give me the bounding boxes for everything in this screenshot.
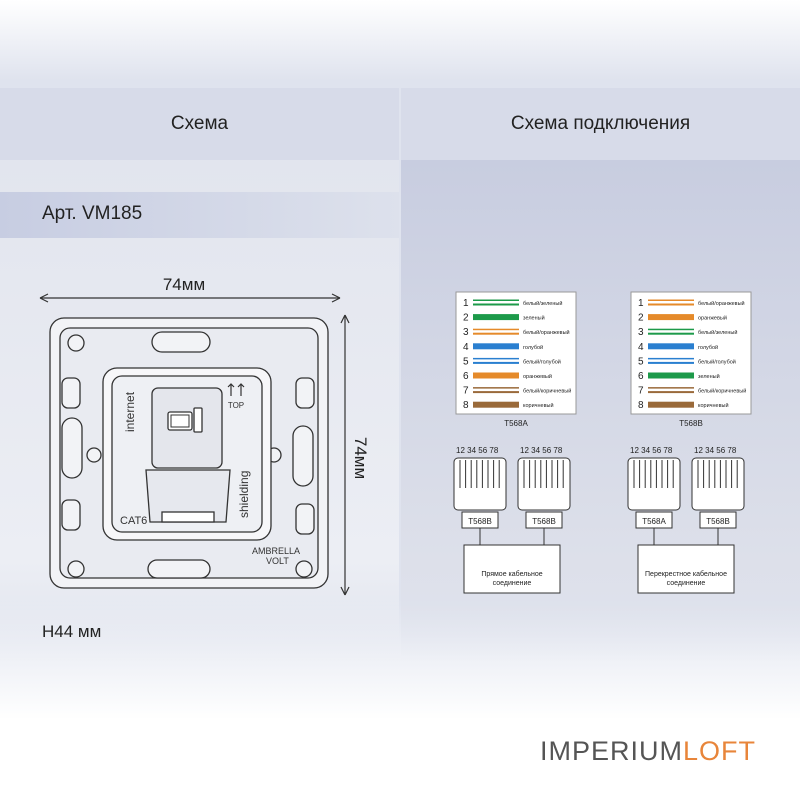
t568a-row-number: 1 [463,298,469,309]
t568a-row-label: белый/коричневый [523,388,571,395]
connector-pin-numbers: 12 34 56 78 [694,446,737,455]
t568a-wire-stripe [473,301,519,304]
t568a-row-number: 2 [463,313,469,324]
t568b-table [630,291,752,415]
t568a-caption: T568A [504,419,528,428]
t568a-row-label: белый/оранжевый [523,329,570,336]
t568a-row-label: коричневый [523,402,554,409]
t568b-wire-stripe [648,388,694,392]
plug-label: T568A [642,517,666,526]
t568a-wire-swatch [473,401,519,408]
connection-caption: соединение [667,580,706,587]
cable-loop [463,544,561,594]
article-band [0,192,399,238]
t568b-row-label: зеленый [698,373,720,380]
t568b-wire-swatch [648,401,694,408]
device-label-brand-1: AMBRELLA [252,546,300,556]
plug-label: T568B [532,517,556,526]
t568a-row-number: 3 [463,327,469,338]
rj45-plug [453,457,507,511]
t568b-row-label: белый/голубой [698,358,736,365]
t568b-wire-swatch [648,314,694,321]
t568a-wire-stripe [473,359,519,362]
t568a-row-label: оранжевый [523,373,552,380]
height-dimension-label: 74мм [351,437,370,479]
device-label-cat6: CAT6 [120,515,147,527]
t568a-row-number: 8 [463,400,469,411]
plug-label: T568B [706,517,730,526]
t568b-row-number: 8 [638,400,644,411]
product-height: H44 мм [42,622,102,641]
connector-pin-numbers: 12 34 56 78 [520,446,563,455]
t568b-row-number: 1 [638,298,644,309]
connection-caption: Прямое кабельное [481,570,542,578]
t568a-wire-swatch [473,314,519,321]
t568a-row-label: зеленый [523,315,545,322]
t568b-wire-stripe [648,359,694,362]
t568b-wire-swatch [648,343,694,350]
plug-label: T568B [468,517,492,526]
t568b-row-label: голубой [698,344,718,351]
wiring-tables: 1 белый/зеленый 2 зеленый 3 белый/оранжевый 4 г… [455,291,752,428]
t568b-row-label: оранжевый [698,315,727,322]
t568a-row-number: 5 [463,356,469,367]
connection-caption: соединение [493,580,532,587]
header-wiring: Схема подключения [401,88,800,160]
connector-pin-numbers: 12 34 56 78 [630,446,673,455]
header-scheme-title: Схема [170,113,229,134]
device-label-internet: internet [123,391,137,432]
t568b-wire-stripe [648,301,694,304]
device-label-top: TOP [228,401,244,410]
top-arrow-icon [227,383,245,396]
socket-drawing [49,317,329,589]
connection-diagrams: 12 34 56 78 T568B 12 34 56 78 T568B Прямое к… [453,446,745,594]
t568a-row-number: 7 [463,386,469,397]
header-wiring-title: Схема подключения [510,113,691,134]
t568b-row-number: 3 [638,327,644,338]
height-dimension [340,314,350,596]
brand-part1: IMPERIUM [540,736,683,766]
t568a-row-label: белый/зеленый [523,300,562,307]
computer-icon [170,414,190,428]
brand-logo: IMPERIUMLOFT [540,736,756,767]
t568b-row-number: 2 [638,313,644,324]
width-dimension-label: 74мм [163,275,205,294]
t568b-row-number: 7 [638,386,644,397]
rj45-plug [627,457,681,511]
brand-part2: LOFT [683,736,757,766]
t568b-wire-swatch [648,372,694,379]
t568b-row-label: белый/оранжевый [698,300,745,307]
t568b-caption: T568B [679,419,703,428]
t568a-wire-stripe [473,330,519,333]
t568b-wire-stripe [648,330,694,333]
t568a-wire-stripe [473,388,519,392]
width-dimension [39,293,341,303]
rj45-plug [517,457,571,511]
cable-loop [637,544,735,594]
t568a-row-label: голубой [523,344,543,351]
connection-caption: Перекрестное кабельное [645,570,727,578]
t568a-table [455,291,577,415]
rj45-plug [691,457,745,511]
t568a-wire-swatch [473,343,519,350]
t568b-row-number: 5 [638,356,644,367]
device-label-shielding: shielding [237,471,251,518]
t568b-row-label: белый/коричневый [698,388,746,395]
t568a-wire-swatch [473,372,519,379]
connector-pin-numbers: 12 34 56 78 [456,446,499,455]
t568b-row-label: коричневый [698,402,729,409]
t568b-row-number: 6 [638,371,644,382]
t568b-row-number: 4 [638,342,644,353]
t568a-row-number: 4 [463,342,469,353]
article-number: Арт. VM185 [42,203,143,224]
t568a-row-label: белый/голубой [523,358,561,365]
header-scheme: Схема [0,88,399,160]
t568a-row-number: 6 [463,371,469,382]
t568b-row-label: белый/зеленый [698,329,737,336]
device-label-brand-2: VOLT [266,556,289,566]
